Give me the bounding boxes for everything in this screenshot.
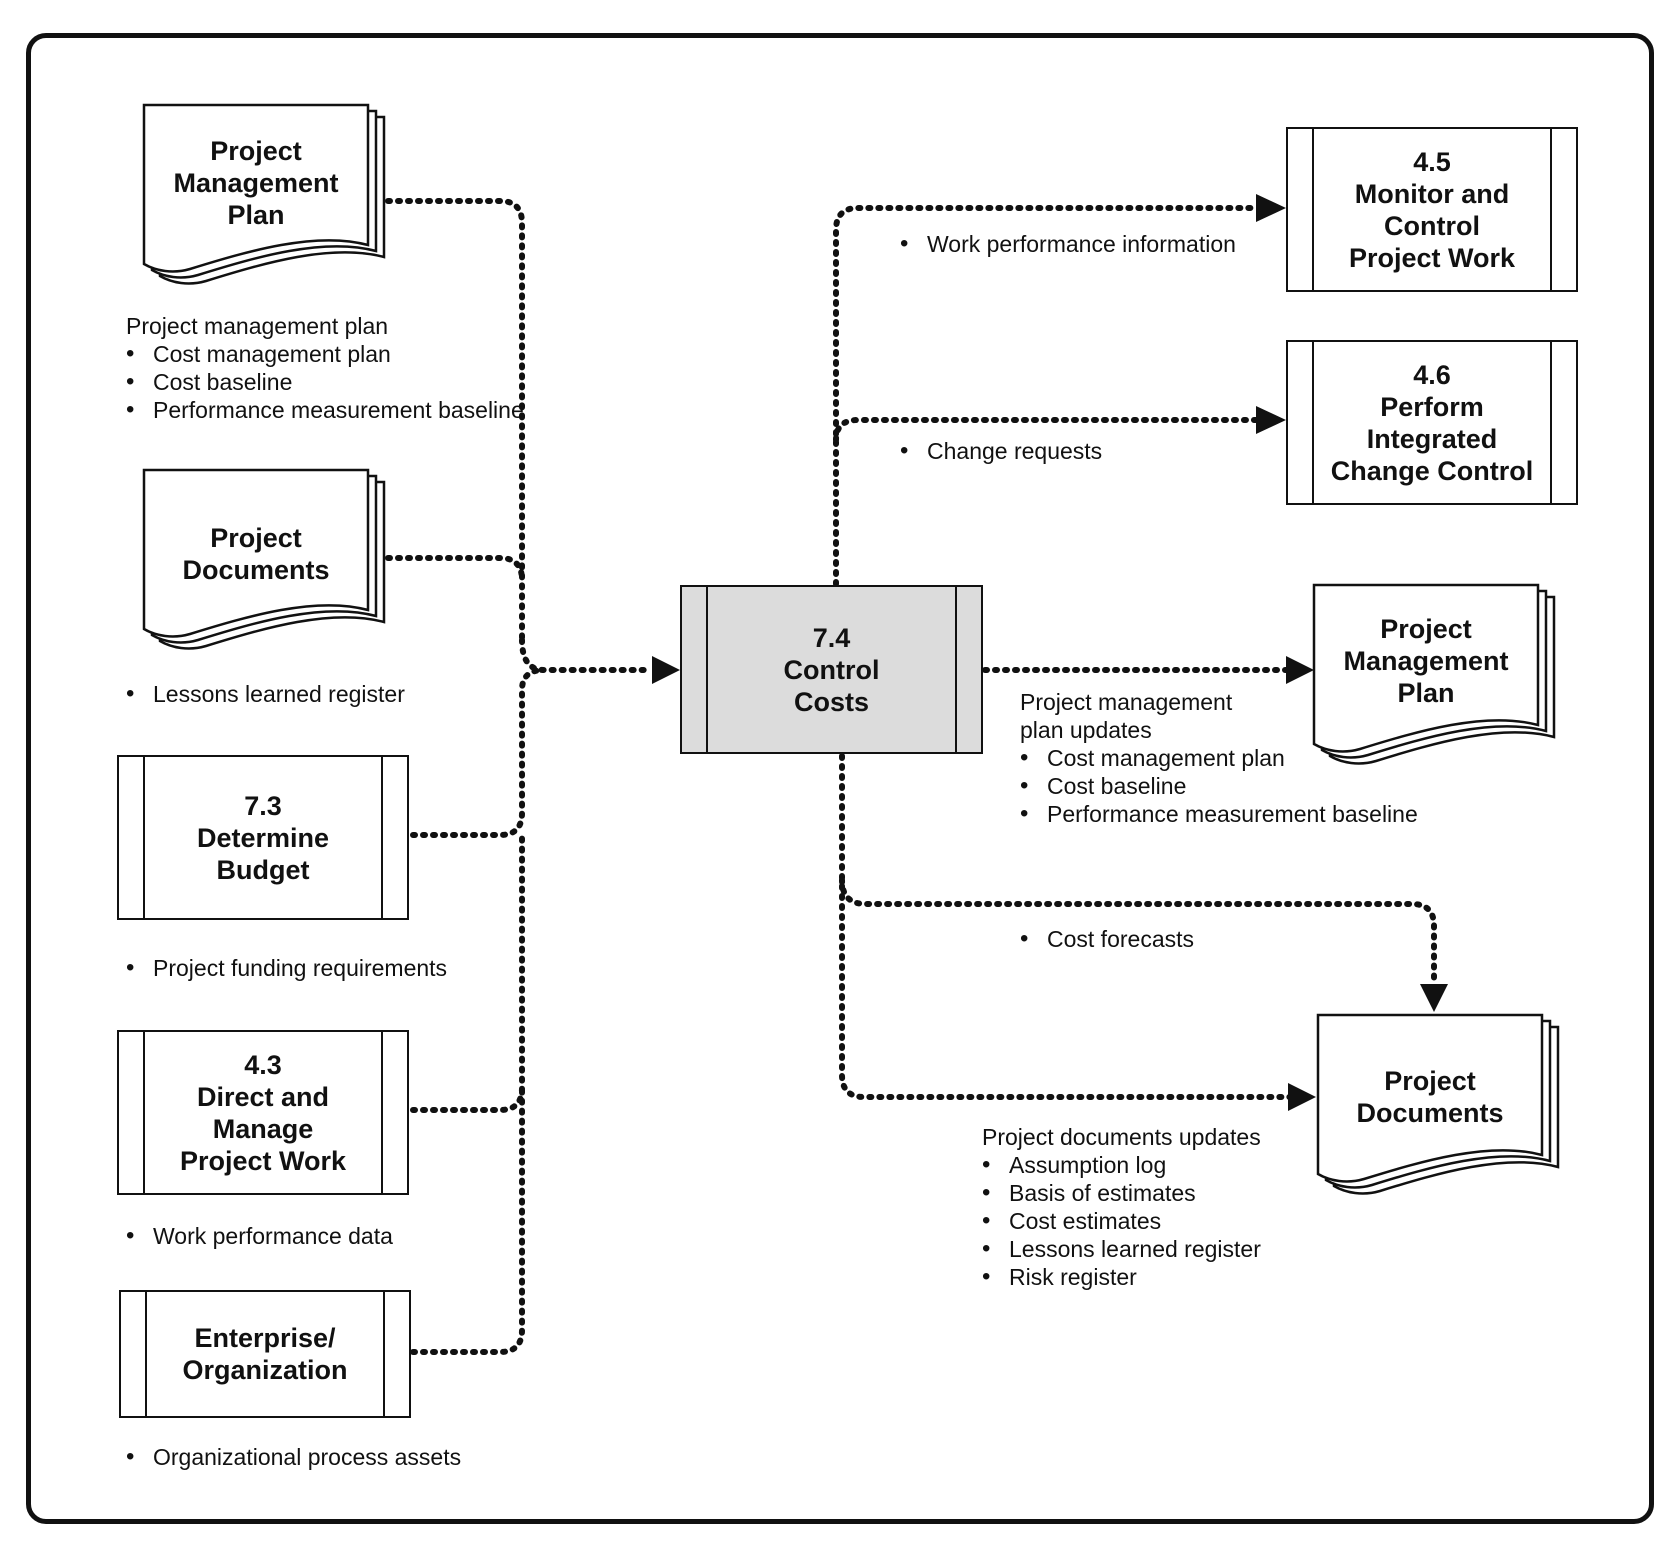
process-title: 4.3 Direct and Manage Project Work [179, 1049, 347, 1176]
connector-process-down [839, 753, 1293, 1100]
document-title: Project Documents [182, 523, 330, 585]
document-stack-icon [1316, 1013, 1560, 1195]
list-item: Performance measurement baseline [1020, 800, 1418, 828]
list-item: Cost forecasts [1020, 925, 1194, 953]
arrowhead-to-cost-forecasts [1420, 984, 1448, 1012]
connector-bus-to-process [519, 637, 653, 673]
control-costs-process: 7.4 Control Costs [680, 585, 983, 754]
connector-enterprise-input [410, 1085, 525, 1355]
label-heading: Project documents updates [982, 1124, 1261, 1150]
connector-monitor-control-output [833, 205, 1261, 587]
arrowhead-to-process [652, 656, 680, 684]
list-item: Performance measurement baseline [126, 396, 524, 424]
label-project-docs-outputs: Project documents updates Assumption log… [982, 1123, 1261, 1291]
input-determine-budget-process: 7.3 Determine Budget [117, 755, 409, 920]
label-cost-forecasts-outputs: Cost forecasts [1020, 925, 1194, 953]
label-pm-plan-outputs: Project management plan updates Cost man… [1020, 688, 1418, 828]
label-change-control-outputs: Change requests [900, 437, 1102, 465]
output-change-control-process: 4.6 Perform Integrated Change Control [1286, 340, 1578, 505]
list-item: Risk register [982, 1263, 1261, 1291]
list-item: Work performance data [126, 1222, 393, 1250]
list-item: Work performance information [900, 230, 1236, 258]
output-project-management-plan-document: Project Management Plan [1312, 583, 1556, 770]
list-item: Assumption log [982, 1151, 1261, 1179]
document-stack-icon [142, 468, 386, 650]
label-determine-budget-inputs: Project funding requirements [126, 954, 447, 982]
output-project-documents-document: Project Documents [1316, 1013, 1560, 1200]
arrowhead-to-project-docs-output [1288, 1083, 1316, 1111]
document-title: Project Management Plan [173, 136, 339, 230]
process-title: Enterprise/ Organization [182, 1323, 348, 1385]
list-item: Lessons learned register [126, 680, 405, 708]
connector-determine-budget-input [410, 667, 547, 838]
list-item: Cost estimates [982, 1207, 1261, 1235]
process-title: 4.6 Perform Integrated Change Control [1330, 359, 1534, 486]
list-item: Cost management plan [1020, 744, 1418, 772]
label-heading: Project management plan updates [1020, 689, 1233, 743]
list-item: Basis of estimates [982, 1179, 1261, 1207]
document-title: Project Management Plan [1343, 614, 1509, 708]
label-enterprise-inputs: Organizational process assets [126, 1443, 461, 1471]
list-item: Cost baseline [126, 368, 524, 396]
arrowhead-to-monitor-control [1256, 194, 1286, 222]
arrowhead-to-change-control [1256, 406, 1286, 434]
process-title: 7.3 Determine Budget [196, 790, 330, 885]
list-item: Change requests [900, 437, 1102, 465]
label-heading: Project management plan [126, 313, 389, 339]
connector-pm-plan-input [385, 198, 525, 643]
input-direct-manage-process: 4.3 Direct and Manage Project Work [117, 1030, 409, 1195]
document-stack-icon [142, 103, 386, 285]
output-monitor-control-process: 4.5 Monitor and Control Project Work [1286, 127, 1578, 292]
connector-change-control-output [833, 417, 1261, 443]
connector-project-docs-input [385, 555, 525, 583]
diagram-frame [26, 33, 1654, 1524]
process-title: 4.5 Monitor and Control Project Work [1348, 146, 1516, 273]
list-item: Cost baseline [1020, 772, 1418, 800]
document-stack-icon [1312, 583, 1556, 765]
label-direct-manage-inputs: Work performance data [126, 1222, 393, 1250]
input-project-documents-document: Project Documents [142, 468, 386, 655]
input-enterprise-organization: Enterprise/ Organization [119, 1290, 411, 1418]
label-monitor-control-outputs: Work performance information [900, 230, 1236, 258]
process-title: 7.4 Control Costs [783, 622, 880, 717]
list-item: Project funding requirements [126, 954, 447, 982]
label-pm-plan-inputs: Project management plan Cost management … [126, 312, 524, 424]
document-title: Project Documents [1356, 1066, 1504, 1128]
list-item: Cost management plan [126, 340, 524, 368]
connector-cost-forecasts-output [839, 877, 1437, 988]
list-item: Organizational process assets [126, 1443, 461, 1471]
list-item: Lessons learned register [982, 1235, 1261, 1263]
input-project-management-plan-document: Project Management Plan [142, 103, 386, 290]
arrowhead-to-pm-plan-output [1286, 656, 1314, 684]
label-project-docs-inputs: Lessons learned register [126, 680, 405, 708]
